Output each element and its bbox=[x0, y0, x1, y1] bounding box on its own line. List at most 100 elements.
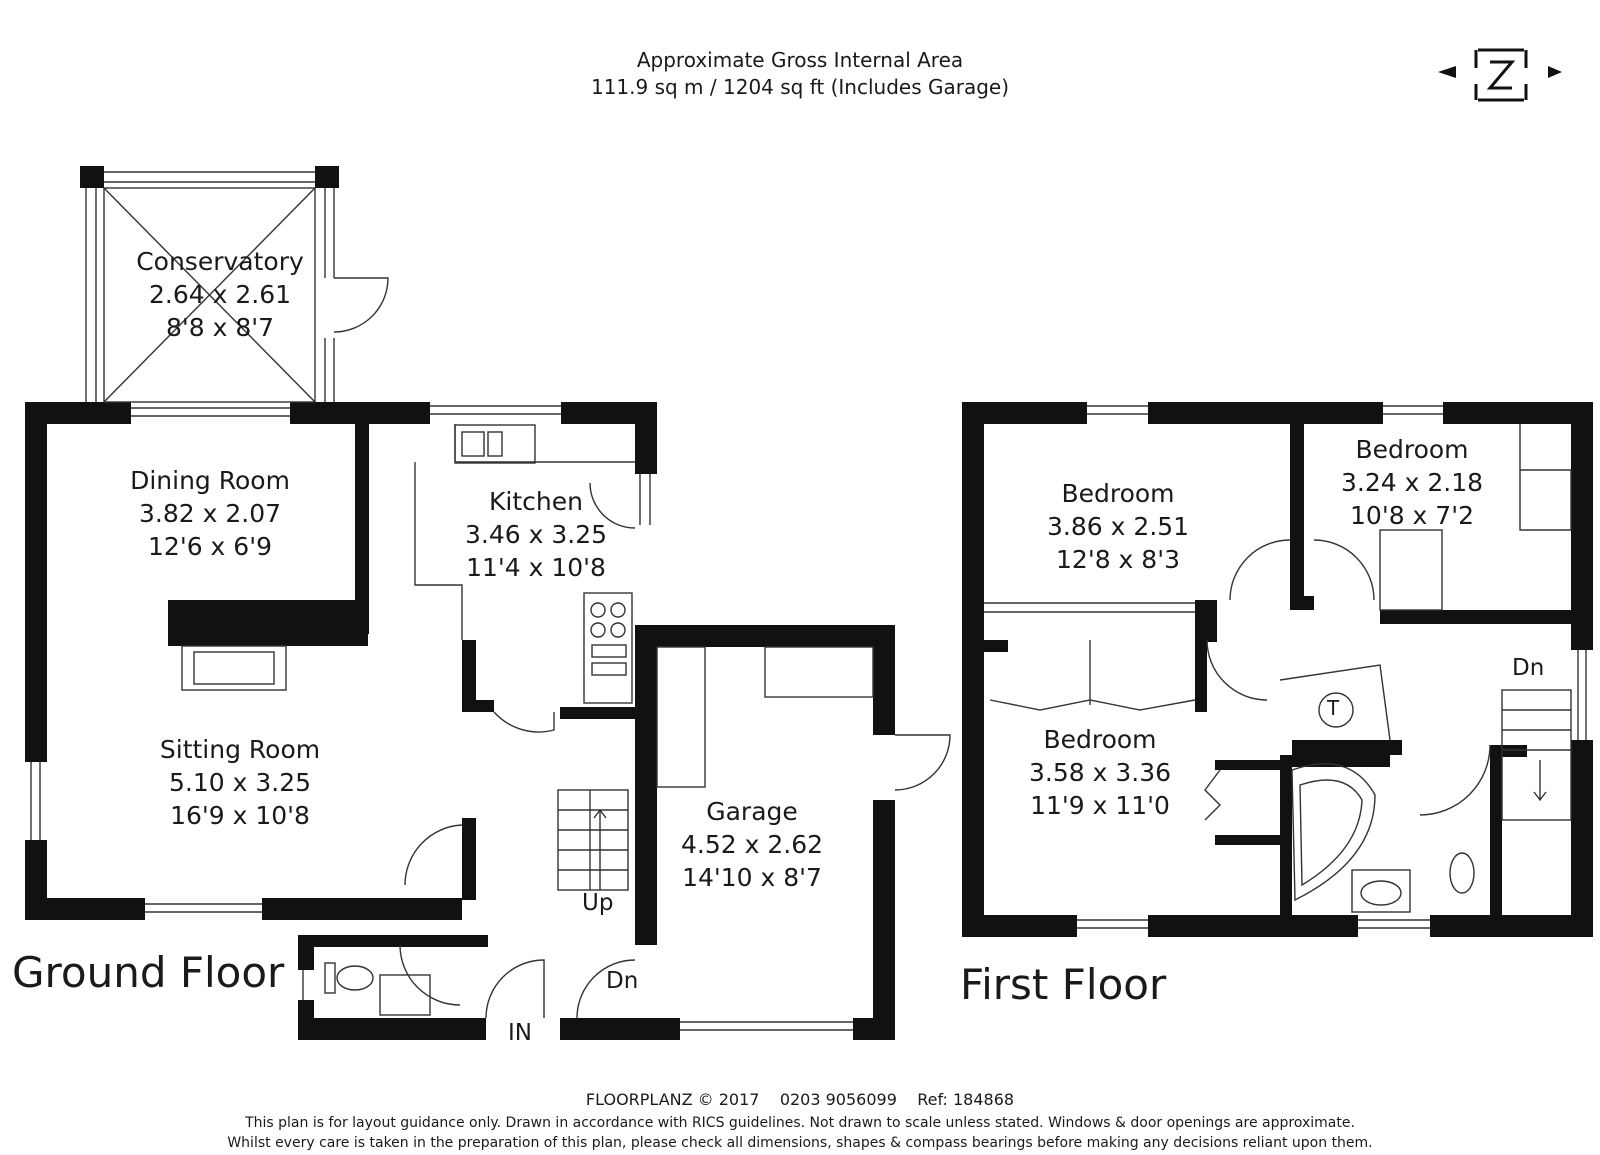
wall bbox=[1292, 740, 1402, 755]
wall bbox=[298, 1018, 486, 1040]
stairs-down-label: Dn bbox=[1512, 655, 1545, 681]
sink bbox=[461, 431, 485, 457]
wall bbox=[984, 640, 1008, 652]
footer-credit: FLOORPLANZ © 2017 0203 9056099 Ref: 1848… bbox=[585, 1090, 1015, 1109]
wall bbox=[1443, 402, 1593, 424]
wall bbox=[853, 1018, 895, 1040]
wall bbox=[560, 1018, 680, 1040]
door-swing bbox=[399, 944, 461, 1006]
door-swing bbox=[1206, 639, 1268, 701]
room-imperial: 8'8 x 8'7 bbox=[165, 313, 275, 342]
first-floor-title: First Floor bbox=[960, 960, 1167, 1009]
tank-label: T bbox=[1327, 696, 1340, 720]
hob-ring bbox=[610, 622, 626, 638]
wall bbox=[873, 625, 895, 735]
wall bbox=[298, 935, 488, 947]
stair-arrow bbox=[593, 808, 607, 890]
door-swing bbox=[404, 824, 463, 886]
toilet-cistern bbox=[324, 962, 336, 994]
wall bbox=[25, 402, 131, 424]
room-label-bedroom-3: Bedroom 3.58 x 3.36 11'9 x 11'0 bbox=[1000, 723, 1200, 822]
roof-diagonal bbox=[103, 187, 316, 403]
room-metric: 2.64 x 2.61 bbox=[148, 280, 292, 309]
entrance-label: IN bbox=[508, 1020, 532, 1046]
room-imperial: 11'4 x 10'8 bbox=[466, 553, 606, 582]
room-label-bedroom-1: Bedroom 3.86 x 2.51 12'8 x 8'3 bbox=[1018, 477, 1218, 576]
airing-cupboard bbox=[1279, 664, 1391, 741]
wall bbox=[561, 402, 657, 424]
wall bbox=[1430, 915, 1593, 937]
toilet bbox=[336, 965, 374, 991]
door-swing bbox=[333, 277, 389, 333]
oven bbox=[591, 644, 627, 658]
wall bbox=[560, 707, 640, 719]
room-imperial: 12'8 x 8'3 bbox=[1056, 545, 1180, 574]
wall bbox=[1215, 760, 1282, 770]
room-imperial: 10'8 x 7'2 bbox=[1350, 501, 1474, 530]
door-swing bbox=[576, 959, 636, 1019]
wall bbox=[1290, 596, 1314, 610]
wall bbox=[168, 600, 368, 646]
room-imperial: 12'6 x 6'9 bbox=[148, 532, 272, 561]
garage-unit bbox=[656, 646, 706, 788]
wall bbox=[1502, 745, 1527, 757]
wall bbox=[635, 402, 657, 474]
wall bbox=[1215, 835, 1282, 845]
room-label-dining: Dining Room 3.82 x 2.07 12'6 x 6'9 bbox=[110, 464, 310, 563]
door-swing bbox=[1229, 539, 1291, 601]
wall bbox=[1571, 402, 1593, 650]
room-name: Bedroom bbox=[1043, 725, 1157, 754]
staircase bbox=[1501, 689, 1572, 821]
room-imperial: 14'10 x 8'7 bbox=[682, 863, 822, 892]
wall bbox=[1280, 755, 1292, 915]
stairs-up-label: Up bbox=[582, 890, 614, 916]
wall bbox=[290, 402, 430, 424]
area-line-2: 111.9 sq m / 1204 sq ft (Includes Garage… bbox=[590, 75, 1010, 99]
room-name: Bedroom bbox=[1355, 435, 1469, 464]
room-metric: 3.46 x 3.25 bbox=[464, 520, 608, 549]
wall bbox=[355, 424, 369, 634]
stair-arrow bbox=[1533, 760, 1547, 802]
sink bbox=[487, 431, 503, 457]
room-name: Kitchen bbox=[489, 487, 583, 516]
wall bbox=[1195, 600, 1217, 642]
basin bbox=[1360, 880, 1402, 906]
footer-disclaimer-1: This plan is for layout guidance only. D… bbox=[245, 1115, 1355, 1131]
sink bbox=[454, 424, 536, 464]
compass-n-icon bbox=[1438, 48, 1562, 102]
wall bbox=[1490, 745, 1502, 915]
hob-ring bbox=[590, 602, 606, 618]
wall bbox=[635, 625, 657, 945]
tank-symbol bbox=[1318, 692, 1354, 728]
room-label-garage: Garage 4.52 x 2.62 14'10 x 8'7 bbox=[652, 795, 852, 894]
basin bbox=[1351, 869, 1411, 913]
toilet bbox=[1449, 852, 1475, 894]
oven bbox=[591, 662, 627, 676]
room-imperial: 11'9 x 11'0 bbox=[1030, 791, 1170, 820]
door-swing bbox=[485, 959, 545, 1019]
room-metric: 5.10 x 3.25 bbox=[168, 768, 312, 797]
wall bbox=[25, 402, 47, 762]
room-label-kitchen: Kitchen 3.46 x 3.25 11'4 x 10'8 bbox=[436, 485, 636, 584]
stairs-down-label: Dn bbox=[606, 968, 639, 994]
wardrobe-door bbox=[989, 699, 1196, 711]
cupboard bbox=[1519, 469, 1572, 531]
room-metric: 3.82 x 2.07 bbox=[138, 499, 282, 528]
cupboard bbox=[1379, 529, 1443, 611]
door-swing bbox=[589, 482, 636, 529]
wall bbox=[462, 700, 494, 712]
wall bbox=[1571, 740, 1593, 937]
room-metric: 4.52 x 2.62 bbox=[680, 830, 824, 859]
cupboard-door bbox=[1204, 769, 1221, 821]
hob-ring bbox=[590, 622, 606, 638]
wall bbox=[25, 898, 145, 920]
wall bbox=[1380, 610, 1592, 624]
room-metric: 3.58 x 3.36 bbox=[1028, 758, 1172, 787]
wall bbox=[962, 915, 1077, 937]
worktop bbox=[414, 462, 463, 640]
conservatory-corner-post bbox=[315, 166, 339, 188]
door-swing bbox=[894, 734, 951, 791]
wall bbox=[298, 935, 314, 970]
wall bbox=[462, 818, 476, 900]
